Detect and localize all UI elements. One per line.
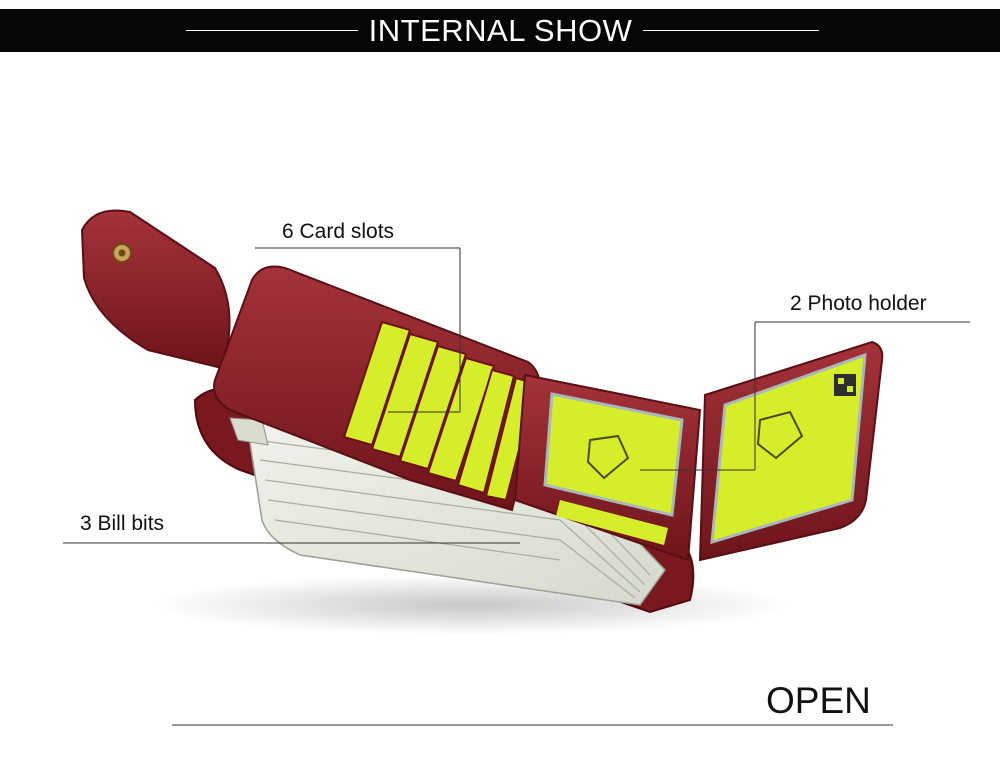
banner-rule-left (186, 30, 358, 31)
snap-flap (80, 209, 231, 370)
id-window-1 (543, 392, 684, 517)
id-lower-slot (556, 500, 668, 545)
shield-logo-icon (586, 410, 804, 480)
banner-title: INTERNAL SHOW (368, 13, 633, 48)
card-inserts (342, 320, 538, 502)
callout-bill-bits: 3 Bill bits (80, 512, 165, 535)
callout-photo-holder: 2 Photo holder (790, 292, 927, 315)
floor-shadow (150, 575, 790, 635)
qr-code-icon (834, 374, 856, 396)
open-label: OPEN (766, 680, 871, 721)
header-banner: INTERNAL SHOW (0, 9, 1000, 52)
snap-button-icon (112, 243, 132, 263)
banner-rule-right (643, 30, 819, 31)
callout-lines (63, 247, 970, 726)
callout-card-slots: 6 Card slots (282, 220, 395, 243)
